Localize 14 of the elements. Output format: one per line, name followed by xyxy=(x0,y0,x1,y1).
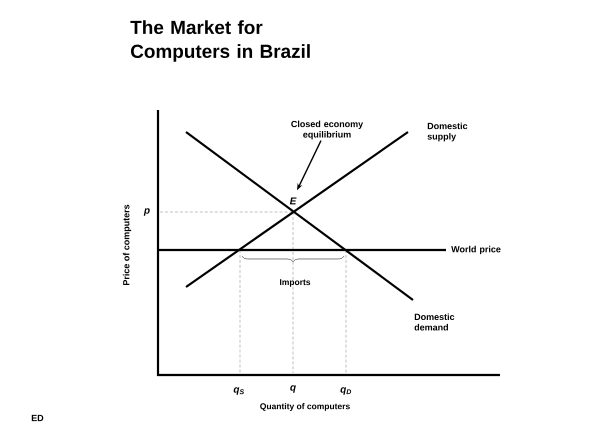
axis-tick-label: q$_{S}$ xyxy=(234,387,244,395)
curve-label: Domestic supply xyxy=(428,122,468,142)
curve-label: World price xyxy=(451,246,501,254)
axis-label: Quantity of computers xyxy=(260,403,350,411)
axis-label: Price of computers xyxy=(122,204,132,285)
callout-text: Closed economy equilibrium xyxy=(291,120,364,140)
axis-tick-label: p xyxy=(144,208,150,216)
footer-text: ED xyxy=(32,414,44,422)
brace-label: Imports xyxy=(280,279,310,287)
curve-label: Domestic demand xyxy=(414,313,454,331)
axis-tick-label: q xyxy=(290,385,296,393)
title: The Market for Computers in Brazil xyxy=(130,20,310,62)
point-label: E xyxy=(290,198,297,204)
axis-tick-label: q$_{D}$ xyxy=(340,387,352,395)
